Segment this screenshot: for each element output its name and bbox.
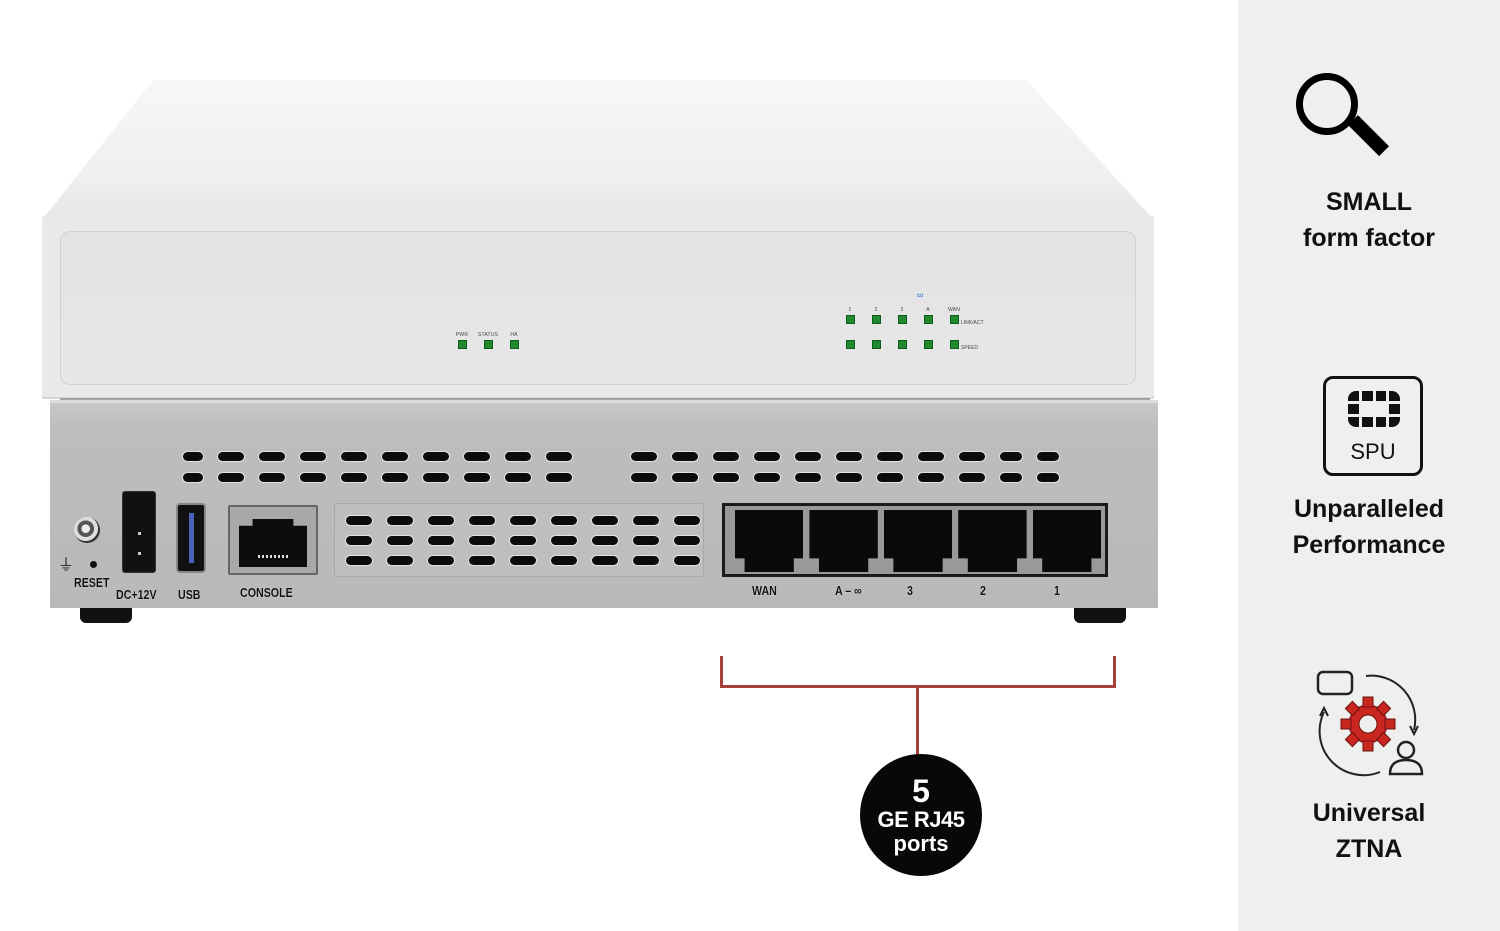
pwr-led xyxy=(457,340,467,349)
ground-symbol-icon: ⏚ xyxy=(58,557,75,574)
wan-speed-led xyxy=(949,340,959,349)
rj45-port-a xyxy=(809,510,878,572)
usb-label: USB xyxy=(178,587,201,602)
ha-led xyxy=(509,340,519,349)
device-foot xyxy=(80,608,132,623)
wan-port-label: WAN xyxy=(752,583,777,598)
dc-label: DC+12V xyxy=(116,587,157,602)
device-foot xyxy=(1074,608,1126,623)
led-label-ha: HA xyxy=(510,332,518,338)
rj45-port-2 xyxy=(958,510,1027,572)
link-icon: ∞ xyxy=(917,290,924,300)
a-port-label: A – ∞ xyxy=(835,583,862,598)
vent-row xyxy=(630,472,1073,483)
dc-power-jack xyxy=(122,491,156,573)
magnifier-handle xyxy=(1348,115,1390,157)
vent-block xyxy=(334,503,704,577)
status-led xyxy=(483,340,493,349)
vent-row xyxy=(182,472,586,483)
feature-universal-ztna: Universal ZTNA xyxy=(1238,793,1500,865)
usb-port xyxy=(176,503,206,573)
rj45-port-1 xyxy=(1032,510,1102,572)
feature-title-line1: SMALL xyxy=(1325,188,1413,216)
led-label-status: STATUS xyxy=(477,332,499,338)
port-led-label: 2 xyxy=(874,307,878,313)
console-label: CONSOLE xyxy=(240,585,293,600)
badge-line2: ports xyxy=(893,831,949,856)
ztna-gear-cycle-icon xyxy=(1316,670,1424,777)
feature-title-line2: ZTNA xyxy=(1335,835,1403,863)
rj45-port-3 xyxy=(883,510,953,572)
spu-icon-label: SPU xyxy=(1350,439,1396,464)
rj45-port-wan xyxy=(735,510,804,572)
port-led-label: A xyxy=(926,307,930,313)
port3-link-led xyxy=(897,315,907,324)
port3-speed-led xyxy=(897,340,907,349)
ports-callout-badge: 5 GE RJ45 ports xyxy=(860,754,982,876)
magnifier-icon xyxy=(1296,73,1358,135)
port-led-label: 1 xyxy=(848,307,852,313)
feature-small-form-factor: SMALL form factor xyxy=(1238,184,1500,256)
feature-title-line2: Performance xyxy=(1292,531,1446,559)
vent-row xyxy=(630,451,1073,462)
speed-label: SPEED xyxy=(961,345,978,351)
feature-title-line1: Universal xyxy=(1312,799,1426,827)
port-led-label: WAN xyxy=(947,307,961,313)
port2-speed-led xyxy=(871,340,881,349)
console-port xyxy=(228,505,318,575)
port2-link-led xyxy=(871,315,881,324)
device-top-cover xyxy=(42,80,1154,220)
vent-row xyxy=(182,451,586,462)
reset-label: RESET xyxy=(74,575,110,590)
ground-screw-icon xyxy=(74,517,100,543)
badge-line1: GE RJ45 xyxy=(877,807,966,832)
device-front-panel: PWR STATUS HA ∞ 1 2 3 A WAN LINK/ACT SPE… xyxy=(42,215,1154,397)
system-led-group: PWR STATUS HA xyxy=(449,332,527,365)
port-led-label: 3 xyxy=(900,307,904,313)
ports-callout-stem xyxy=(916,688,919,756)
porta-link-led xyxy=(923,315,933,324)
port-led-group: 1 2 3 A WAN xyxy=(837,307,967,365)
port3-label: 3 xyxy=(907,583,913,598)
led-label-pwr: PWR xyxy=(455,332,469,338)
port2-label: 2 xyxy=(980,583,986,598)
wan-link-led xyxy=(949,315,959,324)
port1-link-led xyxy=(845,315,855,324)
feature-title-line2: form factor xyxy=(1303,224,1435,252)
port1-speed-led xyxy=(845,340,855,349)
reset-button xyxy=(90,561,97,568)
feature-performance: Unparalleled Performance xyxy=(1238,491,1500,563)
porta-speed-led xyxy=(923,340,933,349)
features-sidebar: SMALL form factor SPU Unparalleled Perfo… xyxy=(1238,0,1500,931)
feature-title-line1: Unparalleled xyxy=(1293,495,1445,523)
rj45-port-block xyxy=(722,503,1108,577)
linkact-label: LINK/ACT xyxy=(961,320,984,326)
firewall-appliance-image: PWR STATUS HA ∞ 1 2 3 A WAN LINK/ACT SPE… xyxy=(42,80,1158,876)
device-rear-panel: ⏚ RESET DC+12V USB CONSOLE WAN A – ∞ 3 2… xyxy=(50,400,1158,608)
port1-label: 1 xyxy=(1054,583,1060,598)
badge-number: 5 xyxy=(912,773,930,809)
ports-callout-bracket xyxy=(720,656,1116,688)
spu-chip-icon: SPU xyxy=(1323,376,1423,476)
